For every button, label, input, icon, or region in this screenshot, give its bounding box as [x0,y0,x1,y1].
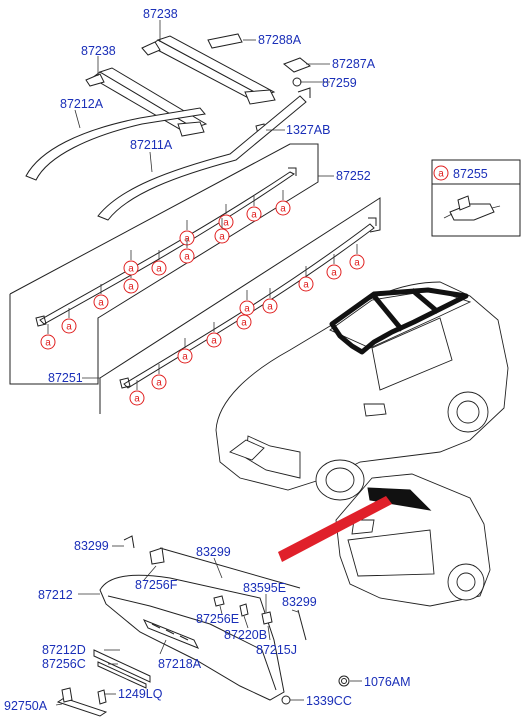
label-87212A: 87212A [60,97,104,111]
clip-87256F [149,547,165,565]
label-1249LQ: 1249LQ [118,687,163,701]
legend-box-87255: a [431,159,521,237]
clip-87256E [213,595,225,607]
clip-callout: a [61,308,77,334]
label-87256F: 87256F [135,578,178,592]
clip-callout-marker: a [66,322,72,333]
fastener-1339CC [281,695,291,705]
label-83595E: 83595E [243,581,286,595]
clip-callout-marker: a [331,268,337,279]
clip-callout: a [40,324,56,350]
clip-callout: a [129,380,145,406]
clip-callout: a [151,250,167,276]
clip-callout-marker: a [251,210,257,221]
label-87218A: 87218A [158,657,202,671]
moulding-panel-87252 [9,143,334,385]
label-87220B: 87220B [224,628,267,642]
clip-callout-marker: a [267,302,273,313]
clip-callout-marker: a [354,258,360,269]
clip-callout: a [214,218,230,244]
clip-callout-marker: a [128,264,134,275]
clip-callout: a [275,190,291,216]
clip-callout-marker: a [128,282,134,293]
clip-callout-marker: a [184,252,190,263]
clip-87220B [239,603,249,617]
label-87256C: 87256C [42,657,86,671]
label-1339CC: 1339CC [306,694,352,708]
clip-callout-marker: a [182,352,188,363]
car-front-view [215,281,509,501]
clip-callout: a [298,266,314,292]
legend-clip-marker: a [438,169,444,180]
clip-callout: a [218,204,234,230]
label-87212D: 87212D [42,643,86,657]
clip-callout-marker: a [211,336,217,347]
clip-callout: a [179,238,195,264]
clip-83595E [261,611,273,625]
clip-callout: a [246,196,262,222]
side-rails [25,87,311,221]
clip-callout: a [177,338,193,364]
label-83299-c: 83299 [282,595,317,609]
clip-callout-marker: a [244,304,250,315]
label-87211A: 87211A [130,138,173,152]
clip-callout-marker: a [98,298,104,309]
clip-callout-marker: a [156,378,162,389]
clip-callout-marker: a [241,318,247,329]
clip-callout-marker: a [134,394,140,405]
clip-callout: a [123,250,139,276]
label-1076AM: 1076AM [364,675,411,689]
clip-callout: a [326,254,342,280]
clip-callout: a [93,284,109,310]
label-87252: 87252 [336,169,371,183]
label-87215J: 87215J [256,643,297,657]
label-87256E: 87256E [196,612,239,626]
label-87259: 87259 [322,76,357,90]
clip-callout: a [206,322,222,348]
rear-spoiler-assembly [56,535,350,717]
clip-callout: a [239,290,255,316]
part-labels: 87238 87288A 87238 87287A 87259 87212A 1… [4,7,488,713]
label-1327AB: 1327AB [286,123,330,137]
label-87288A: 87288A [258,33,302,47]
label-83299-b: 83299 [196,545,231,559]
clip-callout: a [262,288,278,314]
clip-callout-marker: a [223,218,229,229]
clip-callout-marker: a [156,264,162,275]
leaders-bottom [55,545,362,706]
label-87238: 87238 [81,44,116,58]
bolt-87259 [292,77,302,87]
label-87255: 87255 [453,167,488,181]
car-rear-view [278,473,491,607]
label-87212: 87212 [38,588,73,602]
label-87238-top: 87238 [143,7,178,21]
label-87251: 87251 [48,371,83,385]
leaders-top [74,20,330,173]
clip-callout-marker: a [45,338,51,349]
clip-callout-marker: a [303,280,309,291]
label-83299-a: 83299 [74,539,109,553]
clip-callout: a [349,244,365,270]
clip-callout-marker: a [280,204,286,215]
label-92750A: 92750A [4,699,48,713]
clip-callout: a [151,364,167,390]
label-87287A: 87287A [332,57,376,71]
clip-callout-marker: a [219,232,225,243]
